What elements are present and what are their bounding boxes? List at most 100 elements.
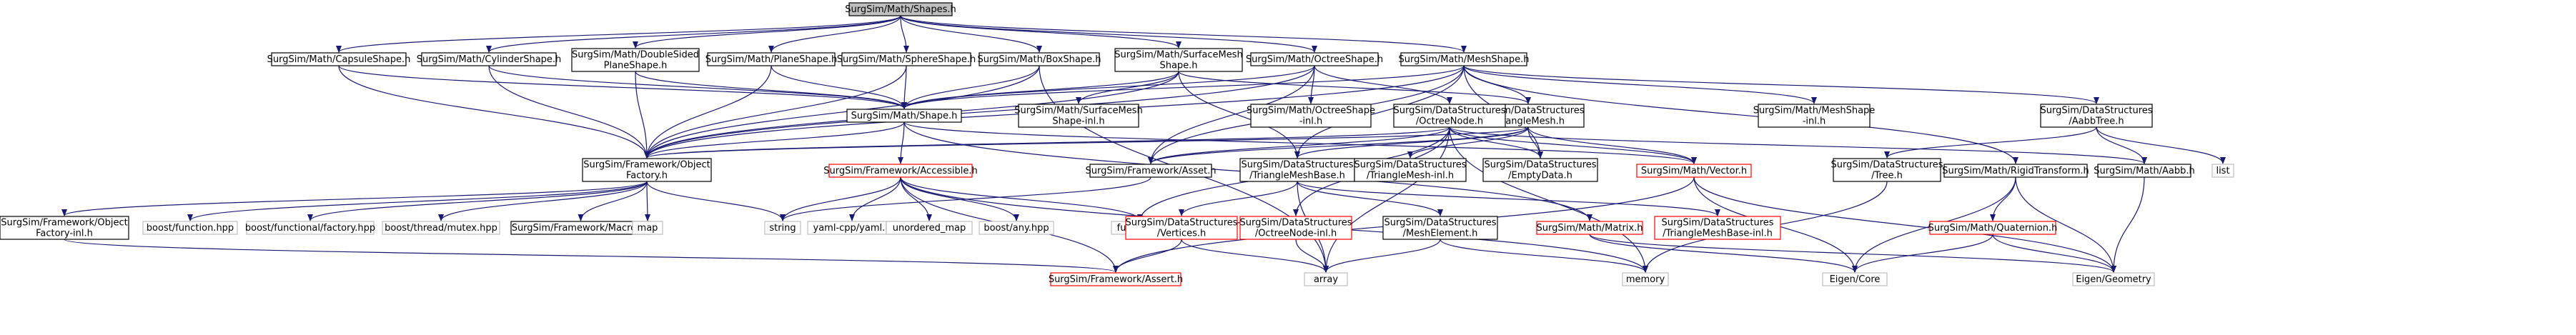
node-boostfactory[interactable]: boost/functional/factory.hpp [245,221,375,235]
node-octreeshape[interactable]: SurgSim/Math/OctreeShape.h [1246,52,1383,66]
node-box-rigidtransform [1943,164,2088,178]
node-box-trianglemeshbase [1239,158,1355,182]
node-box-cylinder [421,52,557,66]
node-accessible[interactable]: SurgSim/Framework/Accessible.h [823,164,978,178]
edge-octreenode-to-emptydata [1449,126,1543,159]
node-label-doublesided-line1: SurgSim/Math/DoubleSided [572,50,699,61]
edge-meshshape-to-meshshapeinl [1463,65,1817,104]
node-box-doublesided [571,48,700,72]
node-matrix[interactable]: SurgSim/Math/Matrix.h [1536,221,1643,235]
node-eigengeometry[interactable]: Eigen/Geometry [2072,272,2155,286]
edge-shapes-to-meshshape [900,15,1467,53]
edge-trianglemeshbase-to-meshelement [1297,181,1443,216]
edge-cylinder-to-shape [488,65,907,109]
node-aabbtree[interactable]: SurgSim/DataStructures/AabbTree.h [2040,104,2153,128]
node-label-trianglemeshinl-line2: /TriangleMesh-inl.h [1367,171,1454,181]
node-box-eigencore [1822,272,1888,286]
node-shape[interactable]: SurgSim/Math/Shape.h [846,109,962,123]
node-label-surfacemesh-line1: SurgSim/Math/SurfaceMesh [1114,50,1242,61]
node-trianglemeshinl[interactable]: SurgSim/DataStructures/TriangleMesh-inl.… [1354,158,1467,182]
edge-octreenode-to-frameworkasset [1148,126,1450,164]
node-meshshape[interactable]: SurgSim/Math/MeshShape.h [1399,52,1530,66]
node-map[interactable]: map [632,221,663,235]
node-boostfunction[interactable]: boost/function.hpp [142,221,238,235]
node-label-boostfunction-line1: boost/function.hpp [147,223,234,234]
edge-doublesided-to-shape [635,71,907,109]
edge-meshshape-to-aabbtree [1463,65,2099,104]
node-label-trianglemeshbaseinl-line1: SurgSim/DataStructures [1661,218,1773,229]
node-octreenode[interactable]: SurgSim/DataStructures/OctreeNode.h [1393,104,1506,128]
node-unorderedmap[interactable]: unordered_map [886,221,973,235]
node-label-vector-line1: SurgSim/Math/Vector.h [1641,166,1747,176]
node-list[interactable]: list [2211,164,2234,178]
node-box-meshelement [1382,216,1498,240]
node-frameworkassert[interactable]: SurgSim/Framework/Assert.h [1049,272,1183,286]
node-meshelement[interactable]: SurgSim/DataStructures/MeshElement.h [1382,216,1498,240]
edge-aabbtree-to-tree [1884,126,2097,159]
node-box-boostfactory [246,221,375,235]
node-label-matrix-line1: SurgSim/Math/Matrix.h [1537,223,1643,234]
edge-box-to-shape [901,65,1040,109]
node-sphere[interactable]: SurgSim/Math/SphereShape.h [837,52,976,66]
node-label-meshshape-line1: SurgSim/Math/MeshShape.h [1399,54,1530,65]
node-array[interactable]: array [1304,272,1348,286]
node-aabb[interactable]: SurgSim/Math/Aabb.h [2094,164,2195,178]
edge-trianglemeshbase-to-trianglemeshbaseinl [1297,181,1720,216]
node-eigencore[interactable]: Eigen/Core [1822,272,1888,286]
edge-shape-to-objectfactory [644,121,905,159]
node-macros[interactable]: SurgSim/Framework/Macros.h [510,221,651,235]
node-label-boostany-line1: boost/any.hpp [984,223,1049,234]
node-octreeshapeinl[interactable]: SurgSim/Math/OctreeShape-inl.h [1247,104,1375,128]
node-plane[interactable]: SurgSim/Math/PlaneShape.h [705,52,837,66]
node-rigidtransform[interactable]: SurgSim/Math/RigidTransform.h [1942,164,2089,178]
edge-quaternion-to-eigencore [1852,234,1993,273]
node-quaternion[interactable]: SurgSim/Math/Quaternion.h [1928,221,2058,235]
node-label-tree-line2: /Tree.h [1871,171,1903,181]
edge-rigidtransform-to-eigengeometry [2015,176,2116,273]
edge-objectfactory-to-macros [578,181,648,221]
node-box-shapes [848,2,953,16]
node-label-aabbtree-line1: SurgSim/DataStructures [2040,106,2152,116]
node-label-frameworkassert-line1: SurgSim/Framework/Assert.h [1049,274,1183,285]
node-frameworkasset[interactable]: SurgSim/Framework/Asset.h [1085,164,1217,178]
node-yaml[interactable]: yaml-cpp/yaml.h [807,221,897,235]
node-box[interactable]: SurgSim/Math/BoxShape.h [978,52,1101,66]
node-memory[interactable]: memory [1622,272,1669,286]
node-box-list [2211,164,2234,178]
node-label-plane-line1: SurgSim/Math/PlaneShape.h [705,54,837,65]
edge-vertices-to-frameworkassert [1113,239,1182,273]
node-string[interactable]: string [764,221,801,235]
node-label-octreenode-line1: SurgSim/DataStructures [1393,106,1505,116]
edge-aabb-to-eigengeometry [2111,176,2145,273]
node-boostany[interactable]: boost/any.hpp [979,221,1054,235]
node-meshshapeinl[interactable]: SurgSim/Math/MeshShape-inl.h [1753,104,1876,128]
node-box-aabb [2097,164,2191,178]
node-box-shape [846,109,962,123]
node-emptydata[interactable]: SurgSim/DataStructures/EmptyData.h [1482,158,1598,182]
node-boostmutex[interactable]: boost/thread/mutex.hpp [382,221,500,235]
node-vertices[interactable]: SurgSim/DataStructures/Vertices.h [1125,216,1238,240]
node-label-objectfactoryinl-line2: Factory-inl.h [36,229,93,239]
edge-shapes-to-cylinder [486,15,901,53]
node-label-meshelement-line2: /MeshElement.h [1403,229,1478,239]
node-octreenodeinl[interactable]: SurgSim/DataStructures/OctreeNode-inl.h [1239,216,1352,240]
node-box-string [764,221,801,235]
edge-vertices-to-array [1181,239,1329,273]
node-label-octreenodeinl-line2: /OctreeNode-inl.h [1255,229,1337,239]
node-shapes[interactable]: SurgSim/Math/Shapes.h [845,2,956,16]
node-trianglemeshbase[interactable]: SurgSim/DataStructures/TriangleMeshBase.… [1239,158,1355,182]
node-tree[interactable]: SurgSim/DataStructures/Tree.h [1831,158,1943,182]
edge-objectfactory-to-boostfactory [307,181,648,221]
node-capsule[interactable]: SurgSim/Math/CapsuleShape.h [267,52,411,66]
node-vector[interactable]: SurgSim/Math/Vector.h [1636,164,1752,178]
edge-meshshape-to-trianglemeshbase [1294,65,1465,159]
node-label-objectfactoryinl-line1: SurgSim/Framework/Object [1,218,127,229]
node-cylinder[interactable]: SurgSim/Math/CylinderShape.h [417,52,562,66]
node-label-quaternion-line1: SurgSim/Math/Quaternion.h [1928,223,2058,234]
node-trianglemeshbaseinl[interactable]: SurgSim/DataStructures/TriangleMeshBase-… [1654,216,1781,240]
